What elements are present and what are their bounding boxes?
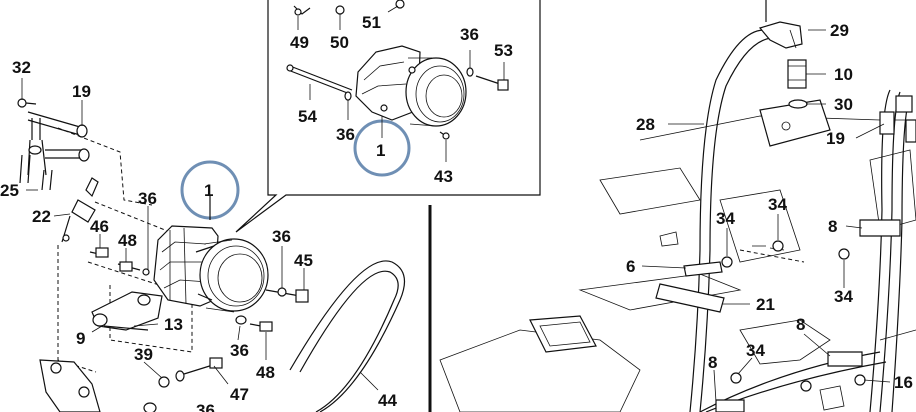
- lower-bracket: [39, 359, 157, 412]
- clamp-6: [683, 261, 723, 277]
- callout-44: 44: [378, 391, 397, 410]
- callout-34-b: 34: [768, 195, 787, 214]
- callout-34-c: 34: [834, 287, 853, 306]
- callout-19: 19: [72, 82, 91, 101]
- bolt-48: [117, 261, 150, 276]
- callout-36-b: 36: [272, 227, 291, 246]
- callout-43: 43: [434, 167, 453, 186]
- callout-36-e: 36: [460, 25, 479, 44]
- bracket-21: [655, 283, 725, 313]
- bolt-48-lower: [235, 315, 273, 332]
- callout-36-c: 36: [196, 401, 215, 412]
- callout-9: 9: [76, 329, 85, 348]
- callout-25: 25: [0, 181, 19, 200]
- bolt-46: [89, 247, 109, 258]
- inset-panel: [235, 0, 541, 233]
- compressor: [153, 225, 269, 313]
- fitting-29: [758, 0, 803, 49]
- callout-34-d: 34: [746, 341, 765, 360]
- callout-47: 47: [230, 385, 249, 404]
- callout-39: 39: [134, 345, 153, 364]
- leader-lines-right: [641, 29, 891, 403]
- washer-30: [788, 99, 808, 109]
- callout-36-d: 36: [230, 341, 249, 360]
- bolt-32: [17, 98, 37, 108]
- callout-10: 10: [834, 65, 853, 84]
- callout-16: 16: [894, 373, 913, 392]
- callout-21: 21: [756, 295, 775, 314]
- callout-32: 32: [12, 58, 31, 77]
- callout-53: 53: [494, 41, 513, 60]
- right-assembly: [439, 0, 916, 412]
- left-assembly: [17, 78, 406, 412]
- callout-30: 30: [834, 95, 853, 114]
- callout-51: 51: [362, 13, 381, 32]
- callout-50: 50: [330, 33, 349, 52]
- fitting-22: [61, 177, 99, 243]
- bracket-9: [91, 291, 163, 331]
- callout-1-inset: 1: [376, 141, 385, 160]
- callout-8-a: 8: [828, 217, 837, 236]
- callout-13: 13: [164, 315, 183, 334]
- leader-lines-left: [21, 78, 379, 391]
- hose-28: [689, 29, 765, 412]
- callout-54: 54: [298, 107, 317, 126]
- callout-6: 6: [626, 257, 635, 276]
- callout-8-b: 8: [796, 315, 805, 334]
- callout-46: 46: [90, 217, 109, 236]
- bolt-47-stack: [158, 357, 223, 388]
- callout-29: 29: [830, 21, 849, 40]
- hose-fitting-19: [27, 111, 90, 176]
- callout-19-right: 19: [826, 129, 845, 148]
- callout-48-b: 48: [256, 363, 275, 382]
- callout-49: 49: [290, 33, 309, 52]
- callout-48-a: 48: [118, 231, 137, 250]
- callout-labels: 32 19 25 22 46 36 48 1 36 45 9 13 39 36 …: [0, 13, 913, 412]
- callout-22: 22: [32, 207, 51, 226]
- callout-28: 28: [636, 115, 655, 134]
- callout-45: 45: [294, 251, 313, 270]
- engine-body: [439, 99, 916, 412]
- callout-36-f: 36: [336, 125, 355, 144]
- part-10: [787, 59, 807, 89]
- callout-8-c: 8: [708, 353, 717, 372]
- inset-bolt-54: [287, 65, 353, 95]
- callout-34-a: 34: [716, 209, 735, 228]
- inset-compressor: [355, 45, 467, 127]
- hose-25: [19, 154, 53, 191]
- belt-44: [289, 260, 406, 412]
- callout-1-main: 1: [204, 181, 213, 200]
- callout-36-a: 36: [138, 189, 157, 208]
- bolt-45: [265, 287, 309, 303]
